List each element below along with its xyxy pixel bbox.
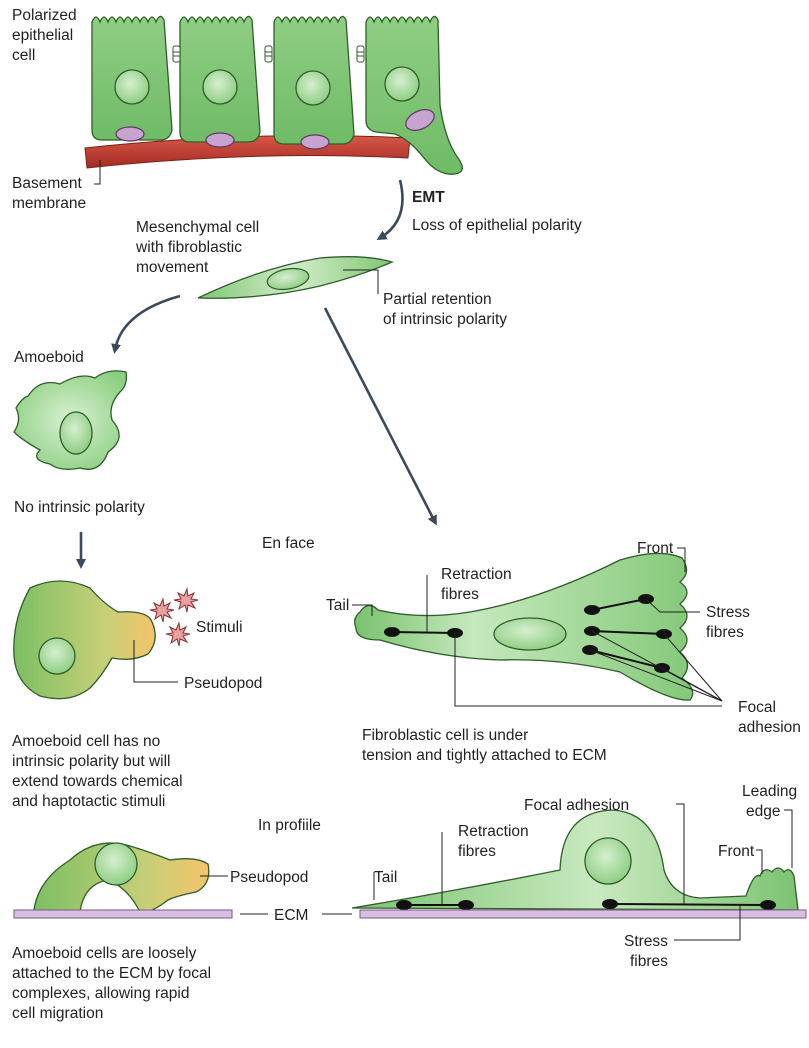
polarized-label: Polarized epithelial cell <box>12 7 81 64</box>
amoeboid-arrow <box>115 296 180 350</box>
mesenchymal-cell <box>198 257 392 299</box>
tail-profile-label: Tail <box>374 869 397 886</box>
fibroblastic-profile-cell <box>352 810 798 910</box>
leading-edge-leader <box>784 810 792 868</box>
fibroblastic-arrow <box>325 308 435 522</box>
stimuli-label: Stimuli <box>196 619 243 636</box>
loss-polarity-label: Loss of epithelial polarity <box>412 217 582 234</box>
en-face-label: En face <box>262 535 315 552</box>
pseudopod-label: Pseudopod <box>184 675 262 692</box>
ecm-left <box>14 910 232 918</box>
ecm-label: ECM <box>274 907 308 924</box>
retraction-fibres-profile-label: Retraction fibres <box>458 823 533 860</box>
tail-label: Tail <box>326 597 349 614</box>
amoeboid-description: Amoeboid cell has no intrinsic polarity … <box>12 733 187 810</box>
fibroblastic-description: Fibroblastic cell is under tension and t… <box>362 727 607 764</box>
front-profile-label: Front <box>718 843 755 860</box>
epithelial-cell-2 <box>180 16 260 147</box>
ecm-right <box>360 910 806 918</box>
partial-retention-label: Partial retention of intrinsic polarity <box>383 291 507 328</box>
in-profile-label: In profiile <box>258 817 321 834</box>
leading-edge-label: Leading edge <box>742 783 801 820</box>
emt-arrow <box>380 180 403 238</box>
epithelial-cell-1 <box>92 16 172 141</box>
amoeboid-profile-cell <box>34 843 209 914</box>
basement-membrane-label: Basement membrane <box>12 175 86 212</box>
stress-fibres-profile-label: Stress fibres <box>624 933 672 970</box>
front-profile-leader <box>756 850 762 874</box>
amoeboid-profile-description: Amoeboid cells are loosely attached to t… <box>12 945 215 1022</box>
mesenchymal-label: Mesenchymal cell with fibroblastic movem… <box>135 219 264 276</box>
pseudopod-profile-label: Pseudopod <box>230 869 308 886</box>
stress-fibres-label: Stress fibres <box>706 604 754 641</box>
focal-adhesion-profile-leader <box>676 804 684 904</box>
front-label: Front <box>637 540 674 557</box>
fibroblastic-cell-en-face <box>355 553 693 700</box>
stimuli-stars <box>150 589 198 646</box>
no-intrinsic-label: No intrinsic polarity <box>14 499 145 516</box>
amoeboid-cell <box>14 371 126 469</box>
emt-label: EMT <box>412 189 445 206</box>
focal-adhesion-label: Focal adhesion <box>738 699 801 736</box>
focal-adhesion-profile-label: Focal adhesion <box>524 797 629 814</box>
epithelial-cell-3 <box>274 16 354 149</box>
amoeboid-label: Amoeboid <box>14 349 84 366</box>
retraction-fibres-label: Retraction fibres <box>441 566 516 603</box>
